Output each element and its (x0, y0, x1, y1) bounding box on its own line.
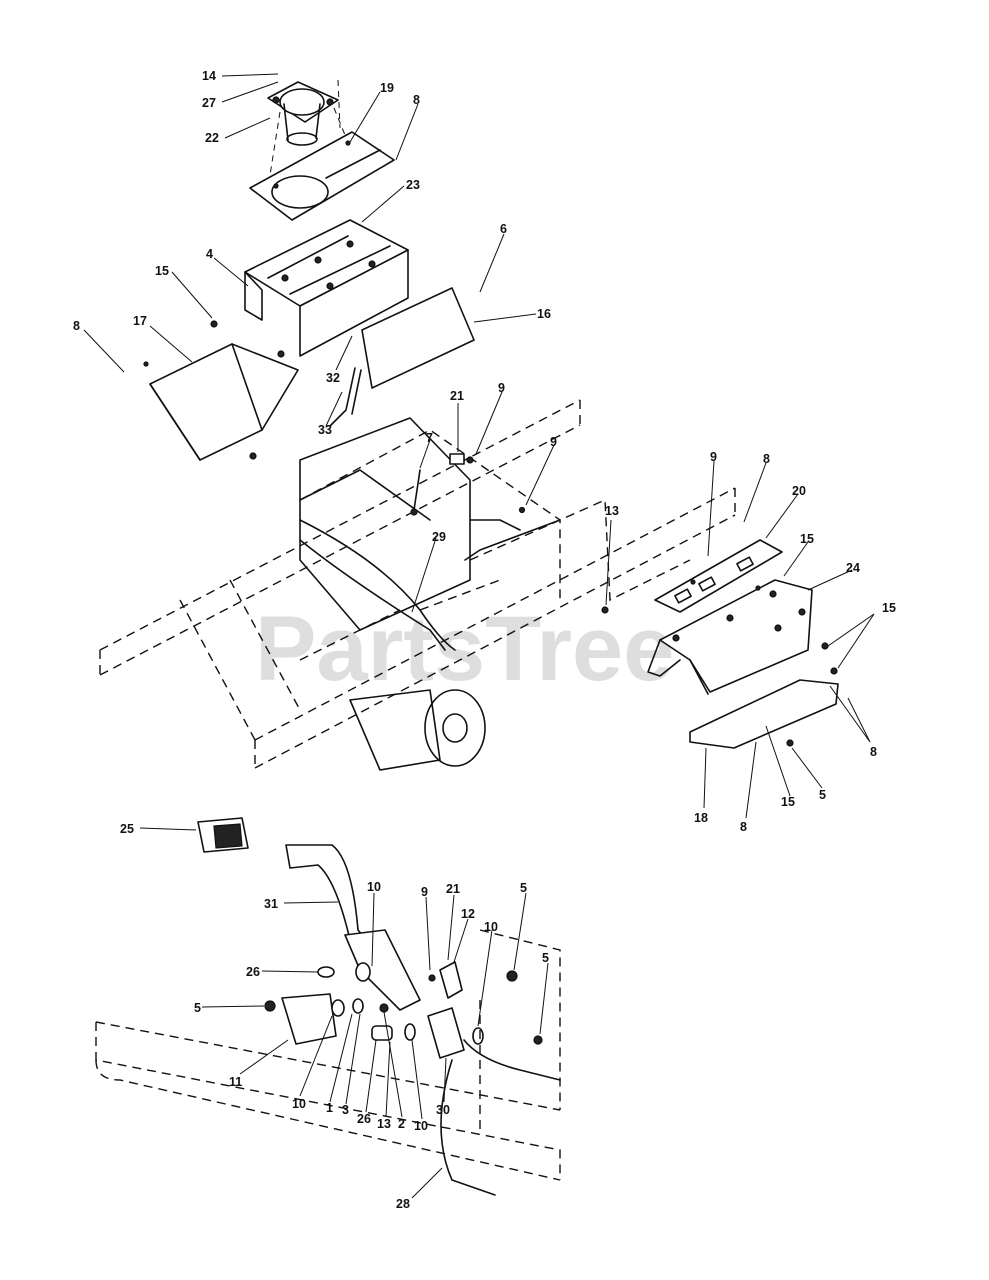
callout-18: 18 (694, 811, 708, 825)
part-18-panel (689, 679, 839, 749)
callout-4: 4 (206, 247, 213, 261)
callout-6: 6 (500, 222, 507, 236)
callout-19: 19 (380, 81, 394, 95)
callout-9: 9 (498, 381, 505, 395)
callout-12: 12 (461, 907, 475, 921)
part-29-cable (299, 519, 456, 651)
callout-20: 20 (792, 484, 806, 498)
callout-28: 28 (396, 1197, 410, 1211)
callout-21: 21 (446, 882, 460, 896)
callout-10: 10 (367, 880, 381, 894)
callout-8: 8 (870, 745, 877, 759)
callout-5: 5 (819, 788, 826, 802)
part-19-plate (249, 131, 395, 221)
callout-9: 9 (710, 450, 717, 464)
part-26-bushing (317, 966, 335, 978)
part-7-pin (413, 469, 421, 511)
callout-7: 7 (426, 431, 433, 445)
callout-25: 25 (120, 822, 134, 836)
callout-10: 10 (484, 920, 498, 934)
callout-1: 1 (326, 1101, 333, 1115)
callout-9: 9 (550, 435, 557, 449)
callout-27: 27 (202, 96, 216, 110)
callout-31: 31 (264, 897, 278, 911)
callout-26: 26 (246, 965, 260, 979)
callout-14: 14 (202, 69, 216, 83)
callout-5: 5 (520, 881, 527, 895)
callout-16: 16 (537, 307, 551, 321)
callout-2: 2 (398, 1117, 405, 1131)
part-28-cable (440, 1059, 496, 1196)
callout-13: 13 (377, 1117, 391, 1131)
frame-rails (99, 399, 736, 769)
callout-11: 11 (229, 1075, 242, 1089)
callout-15: 15 (800, 532, 814, 546)
callout-24: 24 (846, 561, 860, 575)
callout-26: 26 (357, 1112, 371, 1126)
part-23-bracket (244, 219, 409, 357)
transaxle (299, 417, 486, 771)
callout-15: 15 (781, 795, 795, 809)
callout-33: 33 (318, 423, 332, 437)
part-22-chute-collar (267, 81, 339, 146)
callout-30: 30 (436, 1103, 450, 1117)
part-24-housing (647, 579, 813, 695)
callout-10: 10 (414, 1119, 428, 1133)
part-21-clip (449, 453, 465, 465)
part-17-tray (143, 320, 299, 461)
part-11-bracket (281, 993, 337, 1045)
callout-32: 32 (326, 371, 340, 385)
callout-21: 21 (450, 389, 464, 403)
part-12-switch (439, 961, 463, 999)
lower-frame (95, 929, 561, 1181)
part-31-lever (285, 844, 421, 1011)
callout-5: 5 (194, 1001, 201, 1015)
callout-8: 8 (73, 319, 80, 333)
callout-9: 9 (421, 885, 428, 899)
part-20-plate (654, 539, 783, 613)
part-25-grip (197, 817, 249, 853)
callout-13: 13 (605, 504, 619, 518)
callout-10: 10 (292, 1097, 306, 1111)
callout-15: 15 (882, 601, 896, 615)
callout-8: 8 (763, 452, 770, 466)
callout-8: 8 (413, 93, 420, 107)
callout-17: 17 (133, 314, 147, 328)
callout-22: 22 (205, 131, 219, 145)
callout-5: 5 (542, 951, 549, 965)
callout-23: 23 (406, 178, 420, 192)
part-33-rod (329, 367, 356, 427)
watermark-text: PartsTree (255, 598, 674, 700)
part-30-box (427, 1007, 465, 1059)
callout-labels: 14 27 22 19 8 23 6 4 16 15 17 8 32 33 21… (73, 69, 896, 1211)
callout-3: 3 (342, 1103, 349, 1117)
part-16-deflector (361, 287, 475, 389)
callout-29: 29 (432, 530, 446, 544)
callout-15: 15 (155, 264, 169, 278)
part-26-bushing-b (371, 1025, 393, 1041)
leader-lines (83, 73, 875, 1199)
callout-8: 8 (740, 820, 747, 834)
